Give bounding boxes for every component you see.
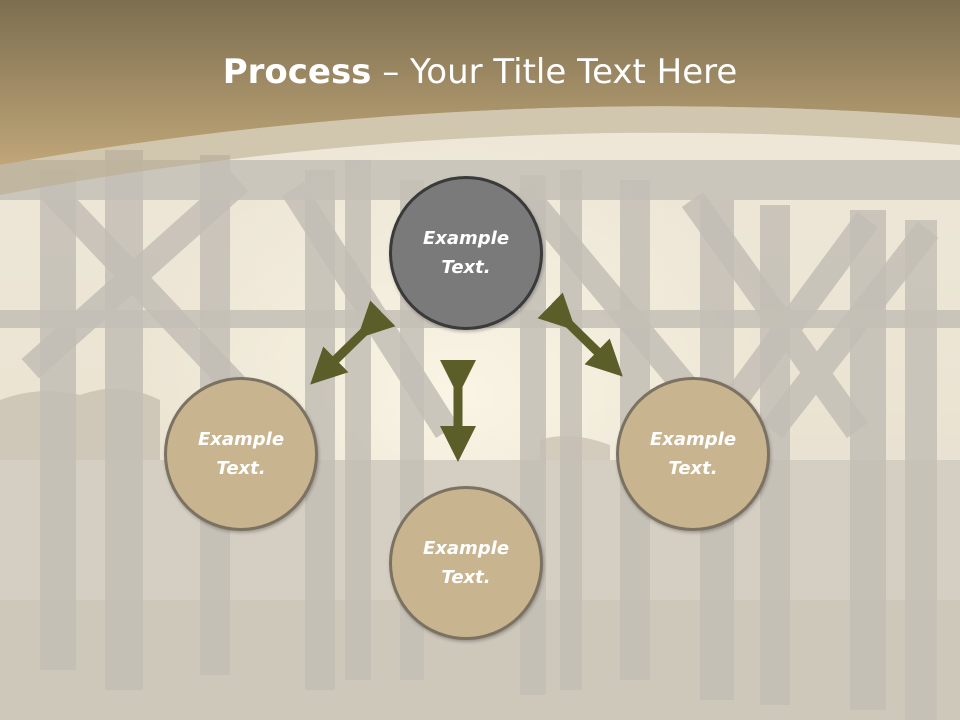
process-node-right[interactable]: Example Text.	[616, 377, 770, 531]
arrow-top-left	[310, 300, 396, 385]
node-bottom-text: Example Text.	[422, 538, 510, 588]
node-left-text: Example Text.	[197, 429, 285, 479]
node-right-text: Example Text.	[649, 429, 737, 479]
title-bold-text: Process	[222, 52, 372, 92]
node-top-text: Example Text.	[422, 228, 510, 278]
title-rest-text: – Your Title Text Here	[371, 52, 738, 92]
process-node-left[interactable]: Example Text.	[164, 377, 318, 531]
process-node-bottom[interactable]: Example Text.	[389, 486, 543, 640]
slide-title: Process – Your Title Text Here	[0, 52, 960, 92]
arrow-top-right	[537, 292, 623, 377]
process-node-top[interactable]: Example Text.	[389, 176, 543, 330]
